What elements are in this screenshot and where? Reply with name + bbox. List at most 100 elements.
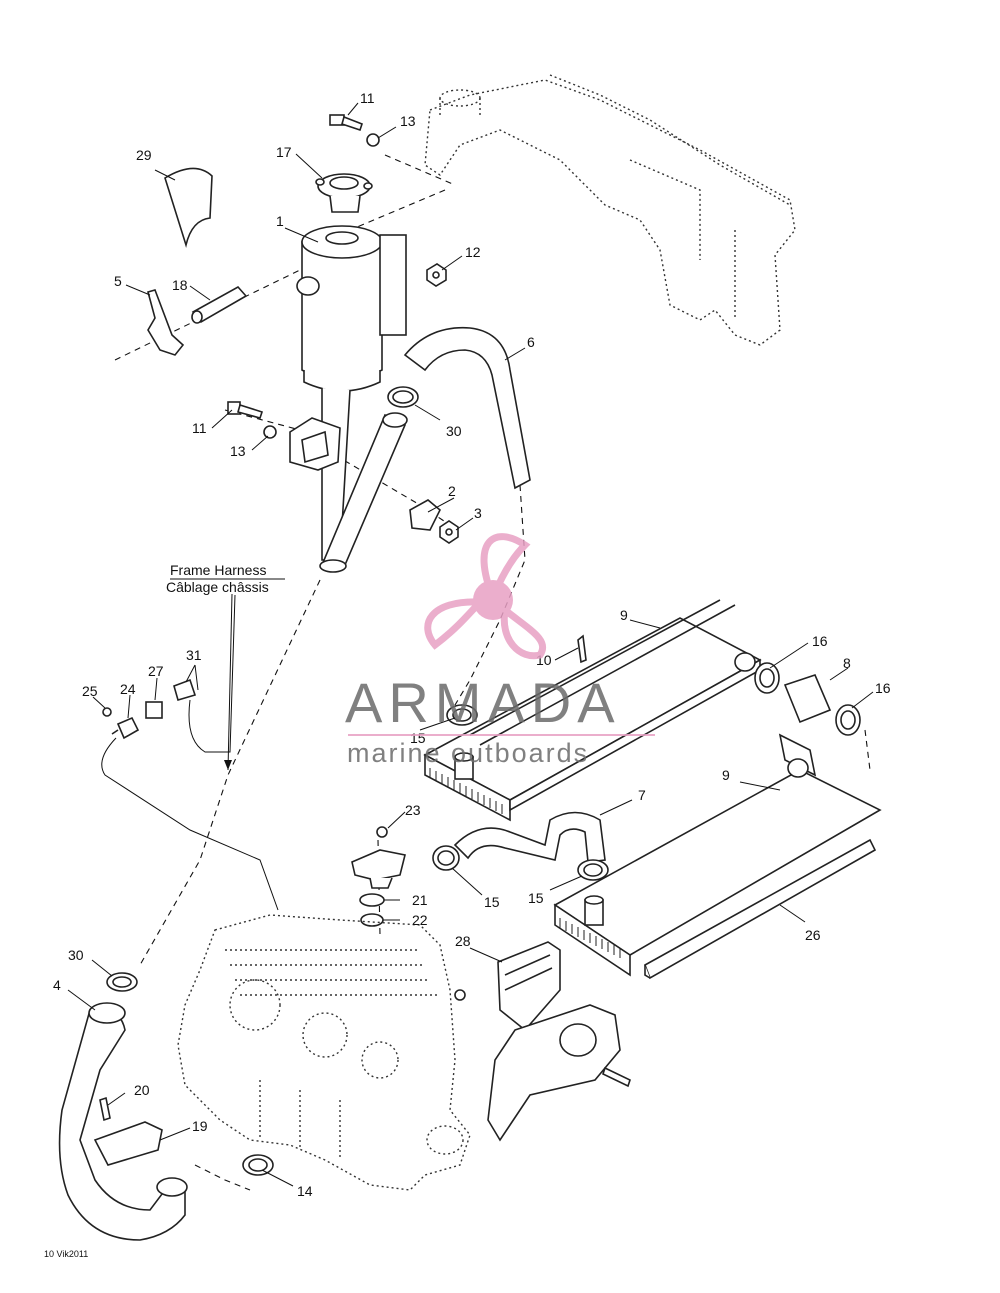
callout-label: 26 — [805, 927, 821, 943]
harness-wire — [188, 594, 236, 753]
callout-label: 15 — [484, 894, 500, 910]
assembly-line — [864, 729, 871, 771]
callout-label: 17 — [276, 144, 292, 160]
engine-mount — [487, 1004, 621, 1142]
coolant-hose — [58, 1008, 186, 1241]
screw — [99, 1096, 111, 1122]
radiator-lower — [553, 733, 882, 977]
clip-nut — [409, 499, 441, 531]
callout-label: 19 — [192, 1118, 208, 1134]
callout-label: 9 — [722, 767, 730, 783]
nut — [426, 263, 447, 287]
assembly-line — [384, 154, 456, 186]
callout-label: 30 — [68, 947, 84, 963]
bolt — [227, 401, 264, 419]
coupling-hose — [783, 674, 832, 724]
callout-label: 13 — [400, 113, 416, 129]
harness-pointer — [227, 593, 233, 771]
hose-clamp — [242, 1154, 274, 1176]
assembly-line — [194, 1164, 251, 1191]
callout-label: 15 — [528, 890, 544, 906]
radiator-strip — [644, 965, 651, 979]
connector-pin — [102, 707, 112, 717]
coolant-hose — [88, 1002, 126, 1024]
callout-label: 23 — [405, 802, 421, 818]
callout-label: 4 — [53, 977, 61, 993]
coolant-hose — [403, 326, 531, 490]
hose-clamp — [387, 386, 419, 408]
heat-shield — [164, 167, 213, 248]
connector-housing — [145, 701, 163, 719]
frame-harness-label-fr: Câblage châssis — [166, 579, 269, 595]
callout-label: 14 — [297, 1183, 313, 1199]
coolant-hose — [453, 811, 606, 863]
gasket — [360, 913, 384, 927]
radiator-cap — [315, 173, 373, 213]
callout-label: 7 — [638, 787, 646, 803]
sensor-connector — [111, 716, 140, 740]
harness-connector — [173, 678, 197, 701]
arrowhead — [224, 760, 232, 770]
callout-label: 18 — [172, 277, 188, 293]
watermark-brand: ARMADA — [345, 671, 621, 734]
callout-label: 25 — [82, 683, 98, 699]
callout-label: 16 — [875, 680, 891, 696]
coolant-hose — [156, 1177, 188, 1197]
bleeder-screw — [577, 634, 587, 664]
reservoir-bracket — [301, 430, 329, 464]
thermostat — [359, 893, 385, 907]
engine-block — [177, 914, 471, 1191]
cable-tie — [147, 289, 185, 356]
callout-label: 16 — [812, 633, 828, 649]
hose-bracket — [93, 1121, 163, 1166]
washer — [263, 425, 277, 439]
callout-label: 12 — [465, 244, 481, 260]
callout-label: 30 — [446, 423, 462, 439]
callout-label: 21 — [412, 892, 428, 908]
callout-label: 11 — [360, 90, 375, 106]
watermark-subtitle: marine outboards — [347, 738, 589, 768]
harness-wire — [101, 737, 279, 911]
assembly-line — [349, 189, 446, 231]
hose-clamp — [106, 972, 138, 992]
callout-label: 1 — [276, 213, 284, 229]
radiator-fins — [429, 768, 503, 814]
propeller-logo-icon — [424, 533, 546, 660]
bolt — [454, 989, 466, 1001]
washer — [366, 133, 380, 147]
nut — [439, 520, 459, 544]
hose-clamp — [446, 704, 478, 726]
callout-label: 8 — [843, 655, 851, 671]
engine-bracket — [497, 941, 561, 1032]
hose-clamp — [835, 704, 861, 736]
leader-lines — [67, 102, 874, 1187]
radiator-fins — [559, 918, 621, 958]
thermostat-housing — [351, 826, 406, 889]
engine-bracket — [504, 954, 553, 991]
callout-label: 5 — [114, 273, 122, 289]
drawing-code: 10 Vik2011 — [44, 1249, 88, 1259]
coolant-hose — [382, 412, 408, 428]
callout-label: 13 — [230, 443, 246, 459]
vent-hose — [191, 310, 203, 324]
hose-clamp — [754, 662, 780, 694]
callout-label: 9 — [620, 607, 628, 623]
callout-label: 3 — [474, 505, 482, 521]
callout-label: 22 — [412, 912, 428, 928]
callout-label: 6 — [527, 334, 535, 350]
callout-label: 29 — [136, 147, 152, 163]
bolt — [602, 1066, 631, 1088]
watermark: ARMADA marine outboards — [345, 533, 655, 768]
callout-label: 24 — [120, 681, 136, 697]
hose-clamp — [432, 845, 460, 871]
callout-label: 28 — [455, 933, 471, 949]
callout-label: 27 — [148, 663, 164, 679]
callout-label: 20 — [134, 1082, 150, 1098]
callout-labels: 1 2 3 4 5 6 7 8 9 9 10 11 11 12 13 13 14… — [53, 90, 891, 1199]
engine-mount — [559, 1023, 597, 1057]
radiator-upper — [423, 599, 762, 822]
frame-harness-label: Frame Harness — [170, 562, 266, 578]
hose-clamp — [577, 859, 609, 881]
assembly-line — [139, 579, 321, 966]
fuel-tank-outline — [424, 74, 796, 346]
